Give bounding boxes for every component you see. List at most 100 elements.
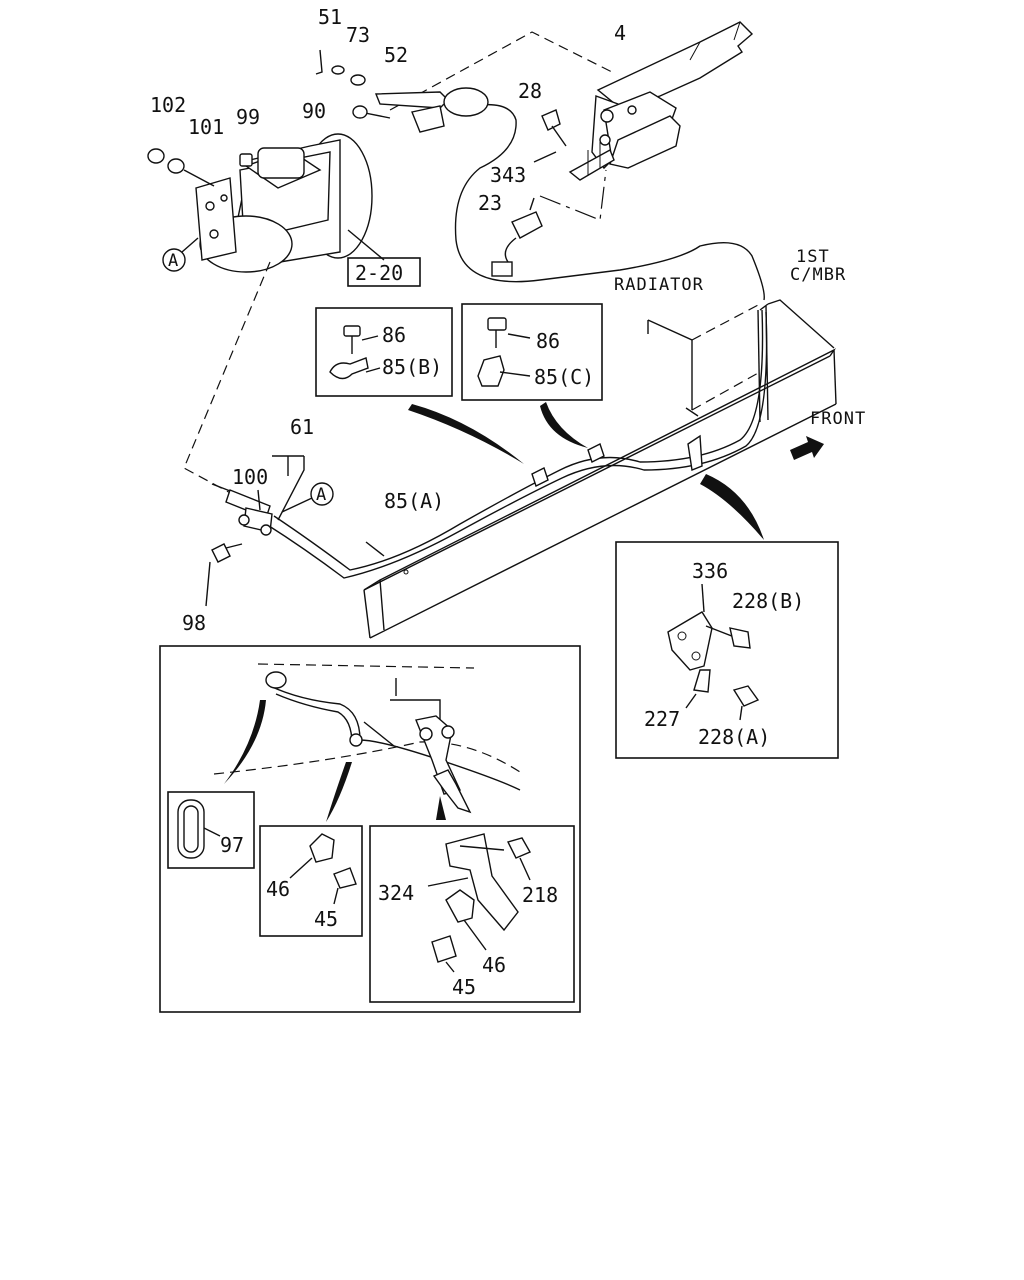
reference-box	[347, 257, 421, 287]
bolt-228a	[732, 685, 760, 721]
clip-46-a	[309, 833, 335, 863]
label-86-b: 86	[382, 323, 406, 347]
clip-227	[685, 669, 711, 709]
label-46-b: 46	[482, 953, 506, 977]
detail-box-324	[369, 825, 575, 1003]
label-4: 4	[614, 21, 626, 45]
brake-cable-upper	[454, 103, 765, 301]
bolt-45-b	[431, 935, 457, 963]
detail-box-336	[615, 541, 839, 759]
cap-99	[239, 153, 253, 167]
label-front: FRONT	[810, 409, 866, 429]
label-61: 61	[290, 415, 314, 439]
detail-box-46-45	[259, 825, 363, 937]
nut-101	[167, 158, 185, 174]
label-85b: 85(B)	[382, 355, 442, 379]
bracket-hole-1	[677, 631, 687, 641]
pointer-97	[224, 700, 266, 784]
frame-hole	[403, 569, 409, 575]
label-crossmember-2: C/MBR	[790, 265, 846, 285]
label-crossmember-1: 1ST	[796, 247, 830, 267]
ref-leader	[347, 229, 385, 261]
clip-85c-detail	[477, 355, 505, 387]
bracket-336	[667, 611, 713, 671]
bolt-86-c	[487, 317, 507, 348]
clip-85b	[587, 443, 605, 463]
label-85c: 85(C)	[534, 365, 594, 389]
detail-box-97	[167, 791, 255, 869]
label-52: 52	[384, 43, 408, 67]
lever-leader-dash	[389, 31, 613, 111]
leaders-85c	[499, 333, 531, 377]
bolt-86-b	[343, 325, 361, 354]
pointer-336	[700, 474, 764, 540]
label-45-b: 45	[452, 975, 476, 999]
label-99: 99	[236, 105, 260, 129]
radiator	[647, 303, 761, 417]
leader-336	[701, 583, 705, 613]
nut-218	[506, 837, 531, 859]
label-228b: 228(B)	[732, 589, 804, 613]
label-227: 227	[644, 707, 680, 731]
bolt-85a	[365, 541, 385, 557]
brake-actuator-assembly	[195, 133, 373, 273]
cable-end-fitting	[211, 483, 273, 536]
label-90: 90	[302, 99, 326, 123]
leader-100	[257, 489, 261, 511]
label-98: 98	[182, 611, 206, 635]
pointer-324	[436, 796, 446, 820]
stud-line	[183, 169, 215, 187]
label-46-a: 46	[266, 877, 290, 901]
reference-box-label: 2-20	[355, 261, 403, 285]
lever-bracket	[568, 142, 615, 181]
clip-85a	[531, 467, 549, 487]
circle-ref-a-top	[162, 248, 186, 272]
bracket-61	[272, 455, 305, 521]
pin-343	[533, 151, 557, 163]
label-100: 100	[232, 465, 268, 489]
label-86-c: 86	[536, 329, 560, 353]
clip-85b-detail	[329, 357, 369, 380]
label-343: 343	[490, 163, 526, 187]
label-85a: 85(A)	[384, 489, 444, 513]
label-102: 102	[150, 93, 186, 117]
hardware-cluster	[315, 49, 489, 133]
label-324: 324	[378, 881, 414, 905]
circle-ref-a-top-label: A	[168, 251, 179, 271]
circle-a-mid-leader	[281, 497, 313, 513]
grommet-97-inner	[183, 805, 199, 853]
brake-cable-main	[273, 309, 764, 571]
bottom-detail-frame	[159, 645, 581, 1013]
pointer-85b	[408, 404, 524, 464]
leader-97	[203, 827, 221, 837]
frame-rail	[363, 348, 837, 639]
front-arrow-icon	[790, 436, 824, 460]
switch-23	[491, 197, 543, 277]
leaders-85b	[361, 335, 381, 373]
bolt-228b	[705, 625, 751, 649]
detail-box-85b	[315, 307, 453, 397]
bolt-28	[541, 109, 567, 147]
bracket-hole-2	[691, 651, 701, 661]
leaders-324	[427, 857, 531, 973]
label-45-a: 45	[314, 907, 338, 931]
label-97: 97	[220, 833, 244, 857]
bottom-scene	[213, 663, 521, 814]
label-23: 23	[478, 191, 502, 215]
label-101: 101	[188, 115, 224, 139]
label-228a: 228(A)	[698, 725, 770, 749]
leaders-46-45-a	[289, 857, 339, 905]
leader-98	[205, 561, 211, 607]
bolt-98	[211, 543, 243, 563]
label-radiator: RADIATOR	[614, 275, 704, 295]
label-73: 73	[346, 23, 370, 47]
switch-leader-dash	[539, 169, 607, 221]
circle-ref-a-mid-label: A	[316, 485, 327, 505]
clip-46-b	[445, 889, 475, 923]
bolt-45-a	[333, 867, 357, 889]
label-336: 336	[692, 559, 728, 583]
stud-324	[459, 845, 505, 851]
label-28: 28	[518, 79, 542, 103]
